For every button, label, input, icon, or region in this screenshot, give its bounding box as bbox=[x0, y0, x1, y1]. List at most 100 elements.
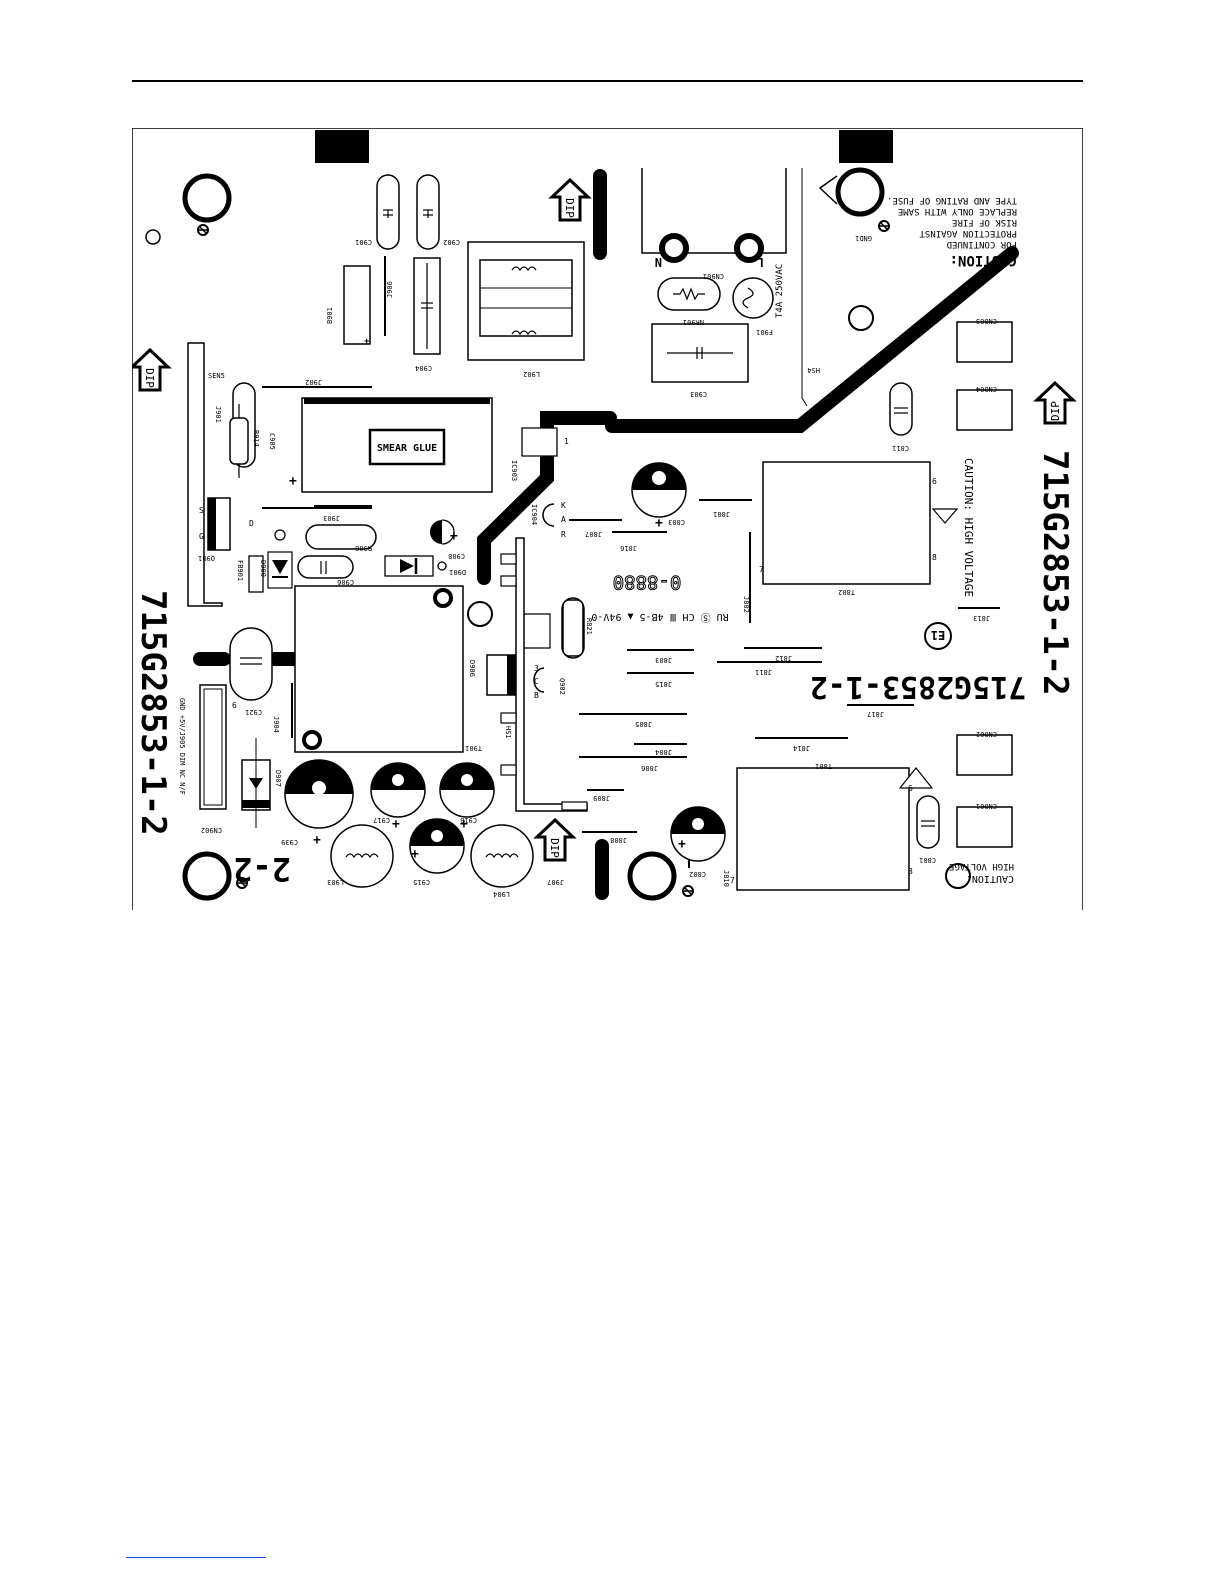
svg-text:J801: J801 bbox=[713, 510, 730, 518]
rev-label: 2-2 bbox=[233, 850, 291, 888]
svg-text:+: + bbox=[313, 833, 321, 848]
svg-text:J806: J806 bbox=[641, 764, 658, 772]
smear-glue-label: SMEAR GLUE bbox=[377, 443, 437, 454]
svg-text:F901: F901 bbox=[756, 328, 773, 336]
svg-text:C903: C903 bbox=[690, 390, 707, 398]
svg-text:R821: R821 bbox=[585, 618, 593, 635]
svg-text:NR901: NR901 bbox=[683, 318, 704, 326]
svg-text:C811: C811 bbox=[892, 444, 909, 452]
svg-text:L904: L904 bbox=[493, 890, 510, 898]
date-code: 0-8880 bbox=[613, 571, 682, 593]
svg-text:+: + bbox=[411, 847, 419, 862]
svg-text:C801: C801 bbox=[919, 856, 936, 864]
svg-text:REPLACE ONLY WITH SAME: REPLACE ONLY WITH SAME bbox=[898, 206, 1017, 216]
svg-text:C917: C917 bbox=[373, 816, 390, 824]
svg-text:FB901: FB901 bbox=[236, 560, 244, 581]
ul-marking: RU Ⓢ CH Ⅲ 4B-5 ▲ 94V-0 bbox=[591, 611, 728, 623]
svg-text:CN802: CN802 bbox=[976, 730, 997, 738]
caution-high-voltage-bottom: CAUTION: HIGH VOLTAGE bbox=[949, 861, 1014, 884]
svg-text:J807: J807 bbox=[585, 530, 602, 538]
caution-high-voltage-vertical: CAUTION: HIGH VOLTAGE bbox=[962, 458, 975, 597]
svg-text:+: + bbox=[655, 516, 663, 531]
svg-text:1: 1 bbox=[564, 437, 569, 446]
footer-link-underline bbox=[126, 1557, 266, 1558]
svg-text:IC904: IC904 bbox=[530, 504, 538, 525]
cn902-pin-labels: GND +5V/J905 DIM NC N/F bbox=[178, 698, 186, 795]
svg-text:+: + bbox=[392, 817, 400, 832]
svg-text:CN902: CN902 bbox=[201, 826, 222, 834]
svg-text:CAUTION:: CAUTION: bbox=[950, 252, 1017, 268]
svg-text:C915: C915 bbox=[413, 878, 430, 886]
reference-designators: C901 C902 B901 J906 C904 L902 CN901 NR90… bbox=[198, 234, 997, 898]
svg-text:7: 7 bbox=[759, 565, 764, 574]
svg-text:J907: J907 bbox=[547, 878, 564, 886]
svg-text:C939: C939 bbox=[281, 838, 298, 846]
svg-text:PROTECTION AGAINST: PROTECTION AGAINST bbox=[919, 228, 1017, 238]
polarity-marks: + + + + + + + + + bbox=[289, 337, 686, 862]
svg-text:FOR CONTINUED: FOR CONTINUED bbox=[947, 239, 1017, 249]
svg-text:C908: C908 bbox=[448, 552, 465, 560]
svg-text:J811: J811 bbox=[755, 668, 772, 676]
electrolytic-caps-bottom bbox=[284, 759, 726, 874]
svg-text:TYPE AND RATING OF FUSE.: TYPE AND RATING OF FUSE. bbox=[887, 195, 1017, 205]
svg-text:+: + bbox=[460, 817, 468, 832]
svg-text:J906: J906 bbox=[386, 281, 394, 298]
caution-fuse-block: CAUTION: FOR CONTINUED PROTECTION AGAINS… bbox=[887, 195, 1017, 268]
svg-text:L902: L902 bbox=[523, 370, 540, 378]
fuse-rating: T4A 250VAC bbox=[775, 264, 785, 318]
svg-text:6: 6 bbox=[932, 477, 937, 486]
svg-text:D901: D901 bbox=[449, 568, 466, 576]
svg-text:N: N bbox=[655, 255, 662, 269]
header-rule bbox=[132, 80, 1083, 82]
svg-text:J812: J812 bbox=[775, 654, 792, 662]
svg-text:L903: L903 bbox=[327, 878, 344, 886]
svg-text:CN804: CN804 bbox=[976, 385, 997, 393]
svg-text:J902: J902 bbox=[305, 378, 322, 386]
svg-text:A: A bbox=[561, 515, 566, 524]
svg-text:J810: J810 bbox=[722, 870, 730, 887]
svg-text:S: S bbox=[199, 506, 204, 515]
svg-text:J803: J803 bbox=[655, 656, 672, 664]
svg-text:RISK OF FIRE: RISK OF FIRE bbox=[952, 217, 1017, 227]
svg-text:+: + bbox=[289, 474, 297, 489]
marker-block-left bbox=[315, 130, 369, 163]
svg-text:HIGH VOLTAGE: HIGH VOLTAGE bbox=[949, 861, 1014, 871]
cert-mark: E1 bbox=[931, 628, 945, 642]
svg-text:6: 6 bbox=[232, 701, 237, 710]
svg-text:C802: C802 bbox=[689, 870, 706, 878]
svg-text:C803: C803 bbox=[668, 518, 685, 526]
svg-text:C918: C918 bbox=[460, 816, 477, 824]
svg-text:J814: J814 bbox=[793, 744, 810, 752]
svg-text:IC903: IC903 bbox=[510, 460, 518, 481]
svg-text:Q901: Q901 bbox=[198, 554, 215, 562]
part-number-left: 715G2853-1-2 bbox=[133, 590, 173, 836]
svg-text:C901: C901 bbox=[355, 238, 372, 246]
svg-text:R914: R914 bbox=[252, 430, 260, 447]
svg-text:DIP: DIP bbox=[1049, 401, 1062, 421]
svg-text:J808: J808 bbox=[610, 836, 627, 844]
svg-text:CAUTION:: CAUTION: bbox=[966, 873, 1014, 884]
svg-text:C905: C905 bbox=[268, 433, 276, 450]
svg-text:+: + bbox=[678, 837, 686, 852]
svg-text:D900: D900 bbox=[259, 560, 267, 577]
svg-text:T901: T901 bbox=[465, 744, 482, 752]
part-number-inverted: 715G2853-1-2 bbox=[810, 669, 1027, 704]
svg-text:6: 6 bbox=[908, 784, 913, 793]
svg-text:J903: J903 bbox=[323, 514, 340, 522]
svg-text:C921: C921 bbox=[245, 708, 262, 716]
svg-text:J816: J816 bbox=[620, 544, 637, 552]
svg-text:J901: J901 bbox=[214, 406, 222, 423]
svg-text:3: 3 bbox=[534, 664, 539, 673]
svg-text:8: 8 bbox=[932, 553, 937, 562]
dip-arrow-marks: DIP DIP DIP DIP bbox=[132, 178, 1075, 862]
svg-text:GND1: GND1 bbox=[855, 234, 872, 242]
svg-text:HS4: HS4 bbox=[807, 366, 820, 374]
svg-text:J802: J802 bbox=[742, 596, 750, 613]
svg-text:B901: B901 bbox=[326, 307, 334, 324]
svg-text:CN803: CN803 bbox=[976, 317, 997, 325]
svg-text:C904: C904 bbox=[415, 364, 432, 372]
svg-text:G: G bbox=[199, 532, 204, 541]
output-connectors bbox=[956, 321, 1013, 848]
svg-text:J809: J809 bbox=[593, 794, 610, 802]
svg-text:J817: J817 bbox=[867, 710, 884, 718]
